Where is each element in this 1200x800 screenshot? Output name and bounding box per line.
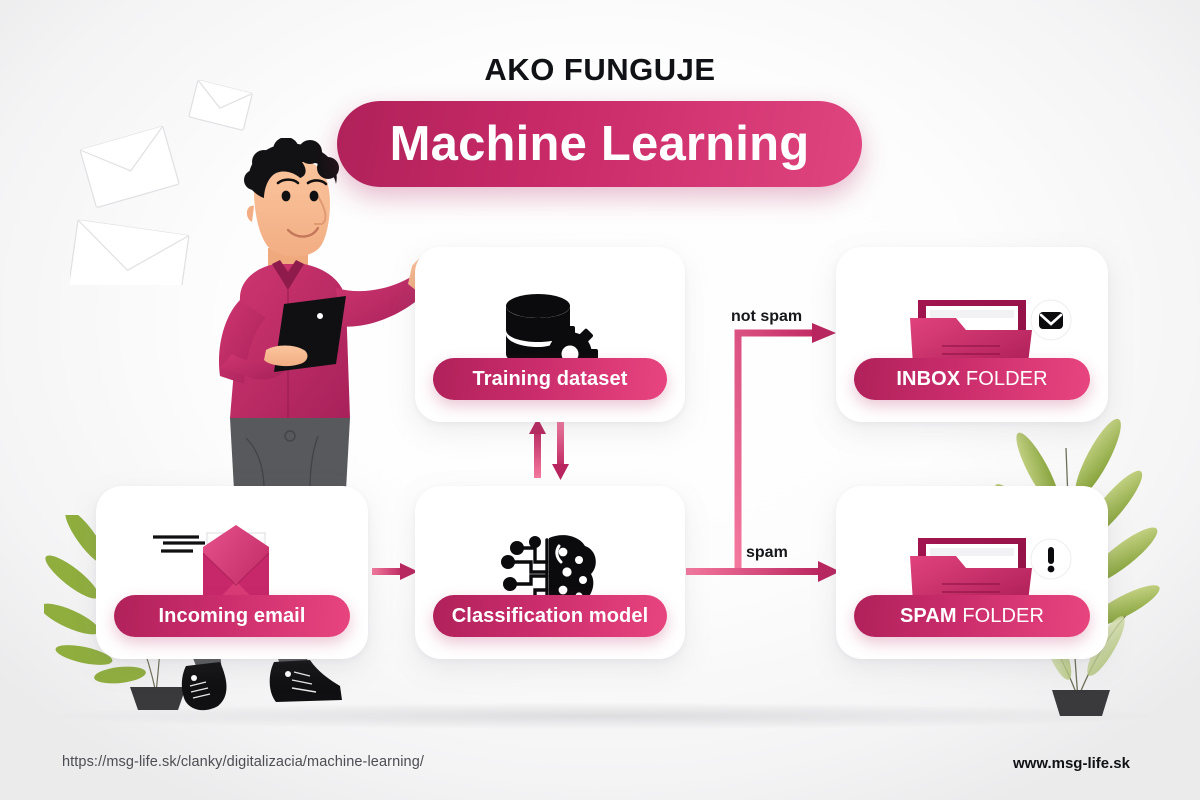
arrow-training-to-model-down <box>552 420 569 480</box>
floor-shadow <box>60 703 1150 729</box>
card-inbox-label-bold: INBOX <box>896 367 961 390</box>
card-classification-label: Classification model <box>451 604 649 627</box>
card-incoming-label-pill: Incoming email <box>114 595 350 637</box>
card-training-dataset[interactable]: Training dataset <box>415 247 685 422</box>
card-incoming-label: Incoming email <box>158 604 306 627</box>
exclamation-badge-icon <box>1030 538 1072 580</box>
page-title-banner: Machine Learning <box>337 101 862 187</box>
card-inbox-label-light: FOLDER <box>965 367 1048 390</box>
page-title: Machine Learning <box>389 117 810 171</box>
arrow-model-to-training-up <box>529 418 546 478</box>
envelope-badge-icon <box>1030 299 1072 341</box>
card-spam-label-light: FOLDER <box>962 604 1045 627</box>
arrow-label-not-spam: not spam <box>731 308 803 325</box>
speed-lines-icon <box>153 534 205 553</box>
card-training-label-pill: Training dataset <box>433 358 667 400</box>
card-training-icon-zone <box>415 247 685 422</box>
site-url[interactable]: www.msg-life.sk <box>1013 755 1130 772</box>
arrow-model-spam <box>686 561 840 582</box>
source-url[interactable]: https://msg-life.sk/clanky/digitalizacia… <box>62 754 425 770</box>
arrow-incoming-to-model <box>372 563 418 580</box>
card-classification-label-pill: Classification model <box>433 595 667 637</box>
card-spam-label-bold: SPAM <box>899 604 957 627</box>
page-kicker: AKO FUNGUJE <box>484 52 716 87</box>
arrow-model-not-spam <box>734 323 836 571</box>
card-training-label: Training dataset <box>472 367 628 390</box>
arrow-label-spam: spam <box>746 544 788 561</box>
card-spam-label-pill: SPAM FOLDER <box>854 595 1090 637</box>
card-inbox-folder[interactable]: INBOX FOLDER <box>836 247 1108 422</box>
card-classification-model[interactable]: Classification model <box>415 486 685 659</box>
card-spam-folder[interactable]: SPAM FOLDER <box>836 486 1108 659</box>
floating-envelopes-group <box>70 79 253 285</box>
card-incoming-email[interactable]: Incoming email <box>96 486 368 659</box>
card-inbox-label-pill: INBOX FOLDER <box>854 358 1090 400</box>
database-gear-icon <box>506 293 598 382</box>
